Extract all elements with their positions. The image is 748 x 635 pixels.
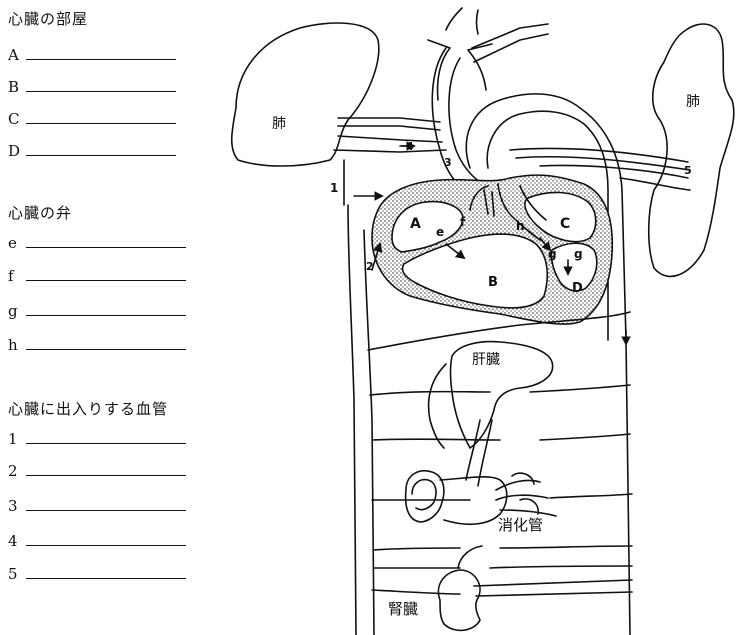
vessels-title: 心臓に出入りする血管 bbox=[8, 398, 168, 419]
organ-label-lung-right: 肺 bbox=[686, 94, 700, 110]
answer-line[interactable] bbox=[26, 122, 176, 124]
valve-label-f: f bbox=[460, 215, 466, 229]
valve-label-h: h bbox=[516, 219, 525, 233]
vessel-label-3: 3 bbox=[444, 156, 452, 169]
blank-label: 3 bbox=[8, 497, 22, 515]
valve-label-g: g bbox=[548, 247, 557, 261]
circulation-diagram: 肺 肺 肝臓 消化管 腎臓 A B C D e f g h g 1 2 3 4 … bbox=[225, 0, 748, 635]
blank-label: 4 bbox=[8, 532, 22, 550]
answer-line[interactable] bbox=[26, 577, 186, 579]
kidney-shape bbox=[438, 570, 480, 630]
answer-line[interactable] bbox=[26, 348, 186, 350]
organ-label-kidney: 腎臓 bbox=[388, 600, 418, 618]
blank-row-A[interactable]: A bbox=[8, 44, 176, 64]
answer-line[interactable] bbox=[26, 509, 186, 511]
valves-title: 心臓の弁 bbox=[8, 202, 72, 223]
blank-row-5[interactable]: 5 bbox=[8, 563, 186, 583]
answer-line[interactable] bbox=[26, 246, 186, 248]
blank-row-C[interactable]: C bbox=[8, 108, 176, 128]
blank-label: f bbox=[8, 267, 22, 285]
vessel-label-2: 2 bbox=[366, 260, 374, 273]
valve-label-e: e bbox=[436, 225, 444, 239]
blank-label: B bbox=[8, 78, 22, 96]
answer-line[interactable] bbox=[26, 442, 186, 444]
heart-parts-title: 心臓の部屋 bbox=[8, 8, 88, 29]
answer-line[interactable] bbox=[26, 58, 176, 60]
aortic-arch bbox=[446, 8, 478, 34]
blank-row-h[interactable]: h bbox=[8, 334, 186, 354]
blank-label: 2 bbox=[8, 462, 22, 480]
blank-label: 1 bbox=[8, 430, 22, 448]
blank-label: A bbox=[8, 46, 22, 64]
circulation-svg: 肺 肺 肝臓 消化管 腎臓 A B C D e f g h g 1 2 3 4 … bbox=[225, 0, 748, 635]
answer-line[interactable] bbox=[26, 90, 176, 92]
blank-row-4[interactable]: 4 bbox=[8, 530, 186, 550]
blank-label: h bbox=[8, 336, 22, 354]
blank-label: e bbox=[8, 234, 22, 252]
chamber-label-B: B bbox=[488, 275, 498, 290]
blank-row-e[interactable]: e bbox=[8, 232, 186, 252]
chamber-label-D: D bbox=[572, 281, 583, 296]
blank-label: C bbox=[8, 110, 22, 128]
blank-row-D[interactable]: D bbox=[8, 140, 176, 160]
blank-label: 5 bbox=[8, 565, 22, 583]
blank-row-B[interactable]: B bbox=[8, 76, 176, 96]
blank-row-3[interactable]: 3 bbox=[8, 495, 186, 515]
blank-row-f[interactable]: f bbox=[8, 265, 186, 285]
digestive-tract bbox=[406, 471, 444, 522]
answer-line[interactable] bbox=[26, 314, 186, 316]
blank-label: D bbox=[8, 142, 22, 160]
liver-shape bbox=[451, 342, 553, 448]
blank-row-1[interactable]: 1 bbox=[8, 428, 186, 448]
chamber-label-A: A bbox=[410, 216, 421, 232]
answer-line[interactable] bbox=[26, 154, 176, 156]
vessel-label-5: 5 bbox=[684, 164, 692, 177]
answer-line[interactable] bbox=[26, 474, 186, 476]
worksheet-panel: 心臓の部屋 A B C D 心臓の弁 e f g h 心臓に出入りする血管 1 … bbox=[0, 0, 220, 635]
vessel-label-1: 1 bbox=[330, 181, 338, 195]
lung-left-shape bbox=[232, 23, 379, 166]
organ-label-liver: 肝臓 bbox=[472, 352, 500, 368]
blank-label: g bbox=[8, 302, 22, 320]
answer-line[interactable] bbox=[26, 279, 186, 281]
valve-label-g2: g bbox=[574, 247, 583, 261]
lung-right-shape bbox=[649, 24, 734, 276]
chamber-label-C: C bbox=[560, 216, 570, 232]
organ-label-digestive: 消化管 bbox=[498, 516, 543, 534]
vessel-label-4: 4 bbox=[406, 140, 414, 153]
blank-row-g[interactable]: g bbox=[8, 300, 186, 320]
blank-row-2[interactable]: 2 bbox=[8, 460, 186, 480]
answer-line[interactable] bbox=[26, 544, 186, 546]
organ-label-lung-left: 肺 bbox=[272, 116, 286, 132]
